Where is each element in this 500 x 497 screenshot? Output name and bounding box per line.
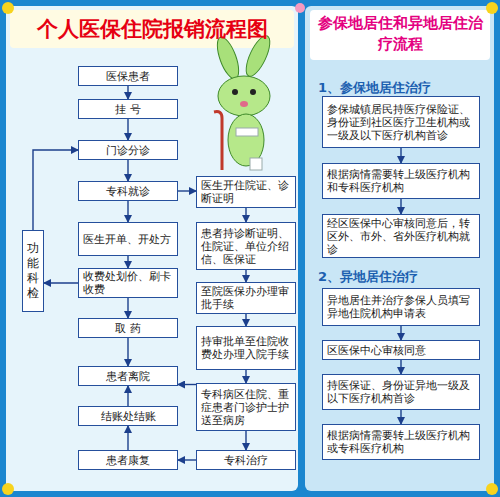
process-box: 专科治疗 bbox=[196, 450, 296, 470]
process-box: 患者康复 bbox=[78, 450, 178, 470]
bandage bbox=[236, 128, 258, 136]
flow-arrow bbox=[245, 270, 246, 282]
box-text: 专科病区住院、重症患者门诊护士护送至病房 bbox=[201, 388, 291, 427]
side-process-box: 功能科检 bbox=[22, 230, 44, 312]
flower bbox=[2, 483, 14, 495]
process-box: 结账处结账 bbox=[78, 406, 178, 426]
diagram-title: 个人医保住院报销流程图 bbox=[10, 10, 294, 48]
box-text: 根据病情需要转上级医疗机构或专科医疗机构 bbox=[327, 429, 475, 455]
process-box: 持医保证、身份证异地一级及以下医疗机构首诊 bbox=[322, 374, 480, 410]
process-box: 取 药 bbox=[78, 318, 178, 338]
flow-arrow bbox=[178, 459, 196, 460]
box-text: 医生开单、开处方 bbox=[83, 233, 173, 246]
box-text: 功能科检 bbox=[27, 241, 39, 301]
box-text: 挂 号 bbox=[115, 103, 141, 116]
flower bbox=[2, 2, 14, 14]
panel-title: 参保地居住和异地居住治疗流程 bbox=[312, 13, 488, 55]
process-box: 根据病情需要转上级医疗机构和专科医疗机构 bbox=[322, 163, 480, 199]
box-text: 结账处结账 bbox=[101, 410, 156, 423]
flow-arrow bbox=[400, 410, 401, 424]
flow-arrow bbox=[245, 208, 246, 222]
cane bbox=[214, 112, 222, 170]
box-text: 门诊分诊 bbox=[106, 144, 150, 157]
flow-arrow bbox=[400, 360, 401, 374]
box-text: 根据病情需要转上级医疗机构和专科医疗机构 bbox=[327, 168, 475, 194]
flow-arrow bbox=[245, 370, 246, 383]
process-box: 收费处划价、刷卡收费 bbox=[78, 268, 178, 298]
flow-arrow bbox=[127, 160, 128, 181]
process-box: 挂 号 bbox=[78, 99, 178, 119]
flow-arrow bbox=[400, 148, 401, 163]
process-box: 医生开住院证、诊断证明 bbox=[196, 176, 296, 208]
flow-arrow bbox=[127, 119, 128, 140]
flow-arrow bbox=[127, 256, 128, 268]
process-box: 患者持诊断证明、住院证、单位介绍信、医保证 bbox=[196, 222, 296, 270]
section-heading: 1、参保地居住治疗 bbox=[318, 79, 488, 97]
flow-arrow bbox=[127, 426, 128, 450]
flow-arrow bbox=[127, 386, 128, 406]
process-box: 参保城镇居民持医疗保险证、身份证到社区医疗卫生机构或一级及以下医疗机构首诊 bbox=[322, 96, 480, 148]
flow-arrow bbox=[127, 298, 128, 318]
flow-arrow bbox=[400, 199, 401, 214]
rabbit-eye bbox=[250, 89, 256, 95]
process-box: 至院医保办办理审批手续 bbox=[196, 282, 296, 314]
box-text: 医生开住院证、诊断证明 bbox=[201, 179, 291, 205]
flower bbox=[486, 483, 498, 495]
process-box: 专科就诊 bbox=[78, 181, 178, 201]
section-heading: 2、异地居住治疗 bbox=[318, 268, 488, 286]
process-box: 经区医保中心审核同意后，转区外、市外、省外医疗机构就诊 bbox=[322, 214, 480, 258]
flow-arrow bbox=[178, 190, 196, 191]
process-box: 持审批单至住院收费处办理入院手续 bbox=[196, 326, 296, 370]
flow-arrow bbox=[245, 431, 246, 450]
process-box: 异地居住并治疗参保人员填写异地住院机构申请表 bbox=[322, 288, 480, 326]
process-box: 门诊分诊 bbox=[78, 140, 178, 160]
flow-arrow bbox=[33, 150, 78, 230]
process-box: 区医保中心审核同意 bbox=[322, 340, 480, 360]
flow-arrow bbox=[245, 314, 246, 326]
flower bbox=[486, 2, 498, 14]
flow-arrow bbox=[178, 384, 196, 385]
box-text: 患者持诊断证明、住院证、单位介绍信、医保证 bbox=[201, 227, 291, 266]
box-text: 持医保证、身份证异地一级及以下医疗机构首诊 bbox=[327, 379, 475, 405]
flow-arrow bbox=[400, 326, 401, 340]
box-text: 至院医保办办理审批手续 bbox=[201, 285, 291, 311]
rabbit-nose bbox=[240, 101, 248, 107]
bandage bbox=[250, 158, 262, 170]
box-text: 患者康复 bbox=[106, 454, 150, 467]
rabbit-eye bbox=[232, 89, 238, 95]
flower bbox=[295, 3, 305, 13]
process-box: 医生开单、开处方 bbox=[78, 222, 178, 256]
process-box: 患者离院 bbox=[78, 366, 178, 386]
rabbit-head bbox=[218, 76, 270, 116]
flow-arrow bbox=[44, 282, 78, 283]
box-text: 患者离院 bbox=[106, 370, 150, 383]
box-text: 持审批单至住院收费处办理入院手续 bbox=[201, 335, 291, 361]
box-text: 异地居住并治疗参保人员填写异地住院机构申请表 bbox=[327, 294, 475, 320]
box-text: 取 药 bbox=[115, 322, 141, 335]
box-text: 参保城镇居民持医疗保险证、身份证到社区医疗卫生机构或一级及以下医疗机构首诊 bbox=[327, 103, 475, 142]
flow-arrow bbox=[127, 338, 128, 366]
flow-arrow bbox=[127, 86, 128, 99]
flow-arrow bbox=[127, 201, 128, 222]
box-text: 专科治疗 bbox=[224, 454, 268, 467]
process-box: 专科病区住院、重症患者门诊护士护送至病房 bbox=[196, 383, 296, 431]
box-text: 区医保中心审核同意 bbox=[327, 344, 475, 357]
box-text: 收费处划价、刷卡收费 bbox=[83, 270, 173, 296]
rabbit-ear bbox=[213, 35, 243, 82]
box-text: 经区医保中心审核同意后，转区外、市外、省外医疗机构就诊 bbox=[327, 217, 475, 256]
box-text: 医保患者 bbox=[106, 70, 150, 83]
rabbit-illustration bbox=[213, 33, 275, 170]
process-box: 根据病情需要转上级医疗机构或专科医疗机构 bbox=[322, 424, 480, 460]
process-box: 医保患者 bbox=[78, 66, 178, 86]
box-text: 专科就诊 bbox=[106, 185, 150, 198]
